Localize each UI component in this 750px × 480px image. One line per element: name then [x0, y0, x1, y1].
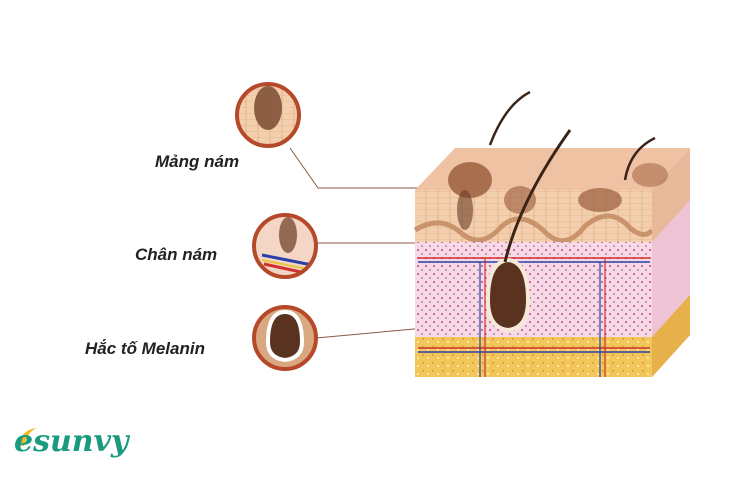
logo-swoosh-icon	[18, 428, 36, 446]
zoom-circle-melanin	[252, 305, 318, 371]
leader-line-melanin	[315, 327, 426, 339]
zoom-circle-root	[252, 213, 318, 279]
brand-logo: esunvy	[14, 424, 129, 459]
label-patch: Mảng nám	[155, 152, 240, 171]
leader-lines	[289, 147, 462, 339]
leader-line-patch	[289, 147, 462, 189]
fat-layer	[415, 337, 652, 377]
label-melanin: Hắc tố Melanin	[85, 339, 205, 358]
hair-follicle	[485, 257, 531, 333]
hair-shaft	[503, 129, 572, 263]
zoom-circle-patch	[235, 82, 301, 148]
skin-block	[413, 90, 690, 377]
label-root: Chân nám	[135, 245, 218, 264]
